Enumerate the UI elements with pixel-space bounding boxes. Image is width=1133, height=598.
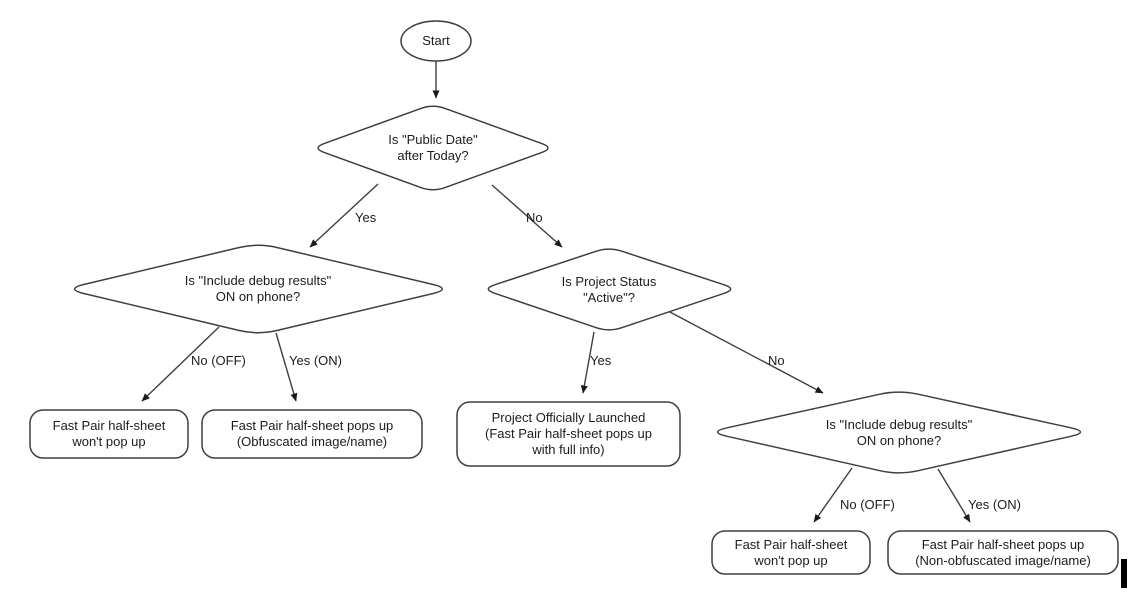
result-launched-shape xyxy=(456,401,681,467)
edge-debug-left-no-off xyxy=(141,326,220,402)
edge-project-status-yes xyxy=(580,331,595,394)
edge-debug-right-no-off xyxy=(813,467,853,523)
edge-debug-right-yes-on xyxy=(937,468,971,523)
result-obfuscated-shape xyxy=(201,409,423,459)
decision-public-date-shape xyxy=(317,105,549,191)
edge-public-date-no xyxy=(491,184,563,248)
text-cursor-artifact xyxy=(1121,559,1127,588)
start-terminator-shape xyxy=(400,20,472,62)
edge-debug-left-yes-on xyxy=(275,332,298,402)
decision-project-status-shape xyxy=(487,248,732,331)
result-no-popup-left-shape xyxy=(29,409,189,459)
edge-public-date-yes xyxy=(309,183,379,248)
edge-project-status-no xyxy=(667,310,824,394)
decision-debug-right-shape xyxy=(716,391,1082,474)
result-no-popup-right-shape xyxy=(711,530,871,575)
result-non-obfuscated-shape xyxy=(887,530,1119,575)
decision-debug-left-shape xyxy=(73,244,444,334)
